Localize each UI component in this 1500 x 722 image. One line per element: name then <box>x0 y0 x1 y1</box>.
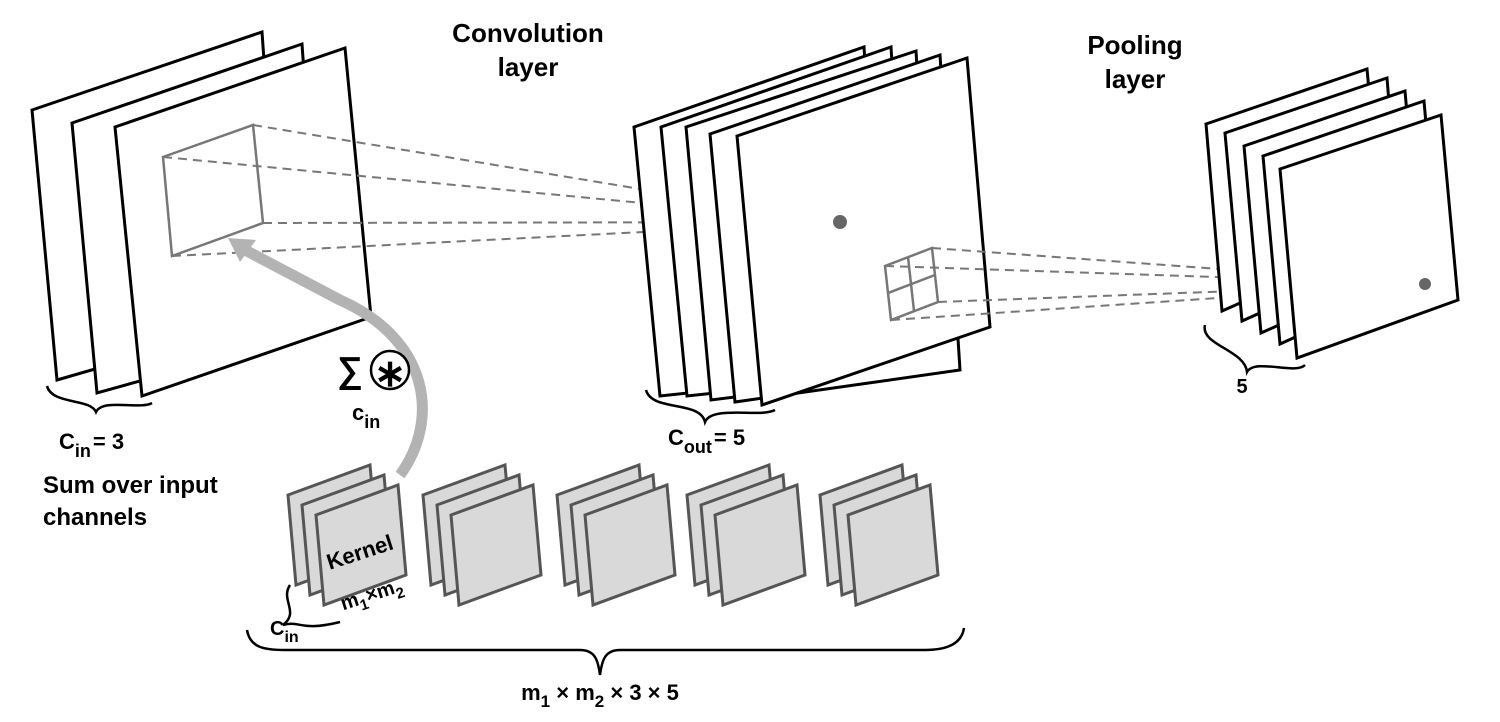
conv-feature-maps <box>632 44 992 408</box>
pooling-title-line2: layer <box>1105 64 1166 94</box>
kernel-group <box>555 462 677 608</box>
kernel-map <box>314 482 408 608</box>
pooling-title: Pooling <box>1087 30 1182 60</box>
pool-feature-maps <box>1204 66 1460 361</box>
total-kernels-brace <box>245 627 966 676</box>
conv-channels-label: Cout= 5 <box>668 425 745 457</box>
kernel-map <box>713 482 807 608</box>
arrow-head <box>228 238 256 262</box>
projection-line <box>162 156 841 223</box>
convolution-title-line2: layer <box>498 52 559 82</box>
kernel-depth-brace <box>282 584 341 628</box>
conv-output-dot <box>833 215 847 229</box>
total-kernels-label: m1 × m2 × 3 × 5 <box>521 680 679 711</box>
input-caption-line2: channels <box>43 504 147 531</box>
kernel-group <box>286 462 408 608</box>
kernel-group <box>685 462 807 608</box>
kernel-map <box>846 482 940 608</box>
kernel-depth-label: Cin <box>270 618 299 646</box>
input-channels-brace <box>45 385 153 415</box>
input-feature-maps <box>30 29 373 399</box>
sum-index: cin <box>352 400 380 432</box>
sum-convolution-operator: ∑ ∗ cin <box>337 349 411 432</box>
kernel-map <box>583 482 677 608</box>
convolution-circle <box>369 349 411 391</box>
convolution-title: Convolution <box>452 18 604 48</box>
kernel-size-label: m1×m2 <box>338 574 407 619</box>
input-channels-label: Cin= 3 <box>59 429 124 461</box>
pool-channels-brace <box>1203 324 1306 377</box>
pool-output-dot <box>1419 278 1431 290</box>
svg-text:m1×m2: m1×m2 <box>338 574 407 619</box>
kernel-group <box>818 462 940 608</box>
kernel-groups <box>286 462 940 608</box>
pool-map-5 <box>1278 112 1460 361</box>
pool-channels-label: 5 <box>1236 376 1247 398</box>
sum-symbol: ∑ <box>337 349 363 390</box>
input-caption-line1: Sum over input <box>43 472 218 499</box>
summation-arrow <box>228 238 428 479</box>
kernel-group <box>421 462 543 608</box>
convolution-symbol: ∗ <box>374 353 406 395</box>
kernel-map <box>449 482 543 608</box>
conv-channels-brace <box>644 389 776 427</box>
